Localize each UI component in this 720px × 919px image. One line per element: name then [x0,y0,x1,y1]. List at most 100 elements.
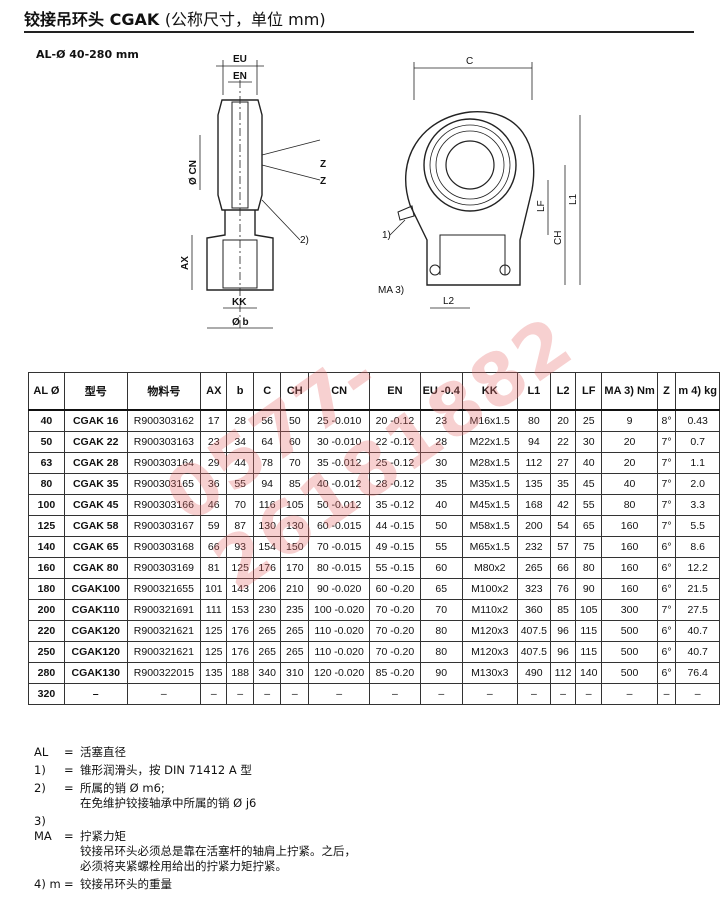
table-cell: 57 [550,536,576,558]
table-cell: 90 [419,662,463,684]
table-cell: R900303162 [126,409,202,432]
table-cell: 28 -0.12 [369,473,421,495]
table-cell: – [252,683,282,705]
table-cell: 55 -0.15 [369,557,421,579]
table-cell: 50 [419,515,463,537]
table-cell: 176 [226,620,254,642]
table-cell: – [574,683,603,705]
table-cell: 49 -0.15 [369,536,421,558]
table-cell: 110 -0.020 [308,641,371,663]
col-ch: CH [280,372,310,411]
footnote: 3) MA=拧紧力矩铰接吊环头必须总是靠在活塞杆的轴肩上拧紧。之后，必须将夹紧螺… [34,814,356,874]
table-cell: 280 [28,662,65,684]
label-b: Ø b [232,317,249,328]
table-cell: 70 -0.20 [369,620,421,642]
table-cell: M58x1.5 [461,515,518,537]
table-cell: 20 -0.12 [369,409,421,432]
table-cell: – [63,683,128,705]
table-cell: – [200,683,228,705]
table-cell: 500 [601,641,658,663]
table-cell: M28x1.5 [461,452,518,474]
table-cell: CGAK 16 [63,409,128,432]
table-cell: 55 [419,536,463,558]
table-cell: 20 [601,452,658,474]
table-cell: 40.7 [675,641,720,663]
table-cell: 490 [516,662,552,684]
label-cn: Ø CN [188,160,199,185]
table-cell: 101 [200,578,228,600]
page-title: 铰接吊环头 CGAK (公称尺寸，单位 mm) [24,10,326,29]
table-cell: 135 [516,473,552,495]
label-ch: CH [553,231,564,245]
col-lf: LF [574,372,603,411]
table-cell: M45x1.5 [461,494,518,516]
table-cell: 22 [550,431,576,453]
table-cell: 265 [280,620,310,642]
table-cell: CGAK 28 [63,452,128,474]
table-cell: CGAK 80 [63,557,128,579]
table-cell: 21.5 [675,578,720,600]
table-cell: 265 [516,557,552,579]
footnote: 4) m=铰接吊环头的重量 [34,877,356,892]
table-cell: R900321691 [126,599,202,621]
table-cell: 55 [574,494,603,516]
table-row: 320–––––––––––––––– [28,683,720,705]
equals-sign: = [64,745,74,759]
table-cell: 54 [550,515,576,537]
label-l2: L2 [443,296,455,307]
table-cell: 110 -0.020 [308,620,371,642]
table-cell: 0.43 [675,409,720,432]
col-eu: EU -0.4 [419,372,463,411]
equals-sign: = [64,829,74,843]
col-m: m 4) kg [675,372,720,411]
col-b: b [226,372,254,411]
table-cell: 85 [550,599,576,621]
table-cell: 40.7 [675,620,720,642]
table-cell: 44 -0.15 [369,515,421,537]
equals-sign: = [64,763,74,777]
table-cell: 50 [28,431,65,453]
table-cell: 65 [419,578,463,600]
label-en: EN [233,71,247,82]
table-cell: – [601,683,658,705]
table-cell: 176 [252,557,282,579]
table-cell: 310 [280,662,310,684]
footnote-text: 锥形润滑头，按 DIN 71412 A 型 [80,763,252,777]
table-cell: 250 [28,641,65,663]
table-cell: 135 [200,662,228,684]
col-material: 物料号 [126,372,202,411]
table-cell: 188 [226,662,254,684]
table-cell: 265 [280,641,310,663]
table-cell: 168 [516,494,552,516]
table-cell: 25 -0.010 [308,409,371,432]
table-cell: 150 [280,536,310,558]
table-cell: 8° [656,409,677,432]
table-cell: 42 [550,494,576,516]
table-cell: 160 [601,578,658,600]
table-cell: CGAK100 [63,578,128,600]
table-cell: CGAK 65 [63,536,128,558]
table-cell: 60 -0.20 [369,578,421,600]
table-cell: – [308,683,371,705]
label-ax: AX [180,256,191,270]
table-cell: 40 [419,494,463,516]
equals-sign: = [64,877,74,891]
table-cell: 7° [656,431,677,453]
table-cell: 75 [574,536,603,558]
table-cell: 66 [550,557,576,579]
table-cell: – [516,683,552,705]
table-cell: 125 [200,620,228,642]
table-cell: – [656,683,677,705]
table-cell: 7° [656,452,677,474]
table-cell: 70 -0.20 [369,641,421,663]
table-cell: M130x3 [461,662,518,684]
